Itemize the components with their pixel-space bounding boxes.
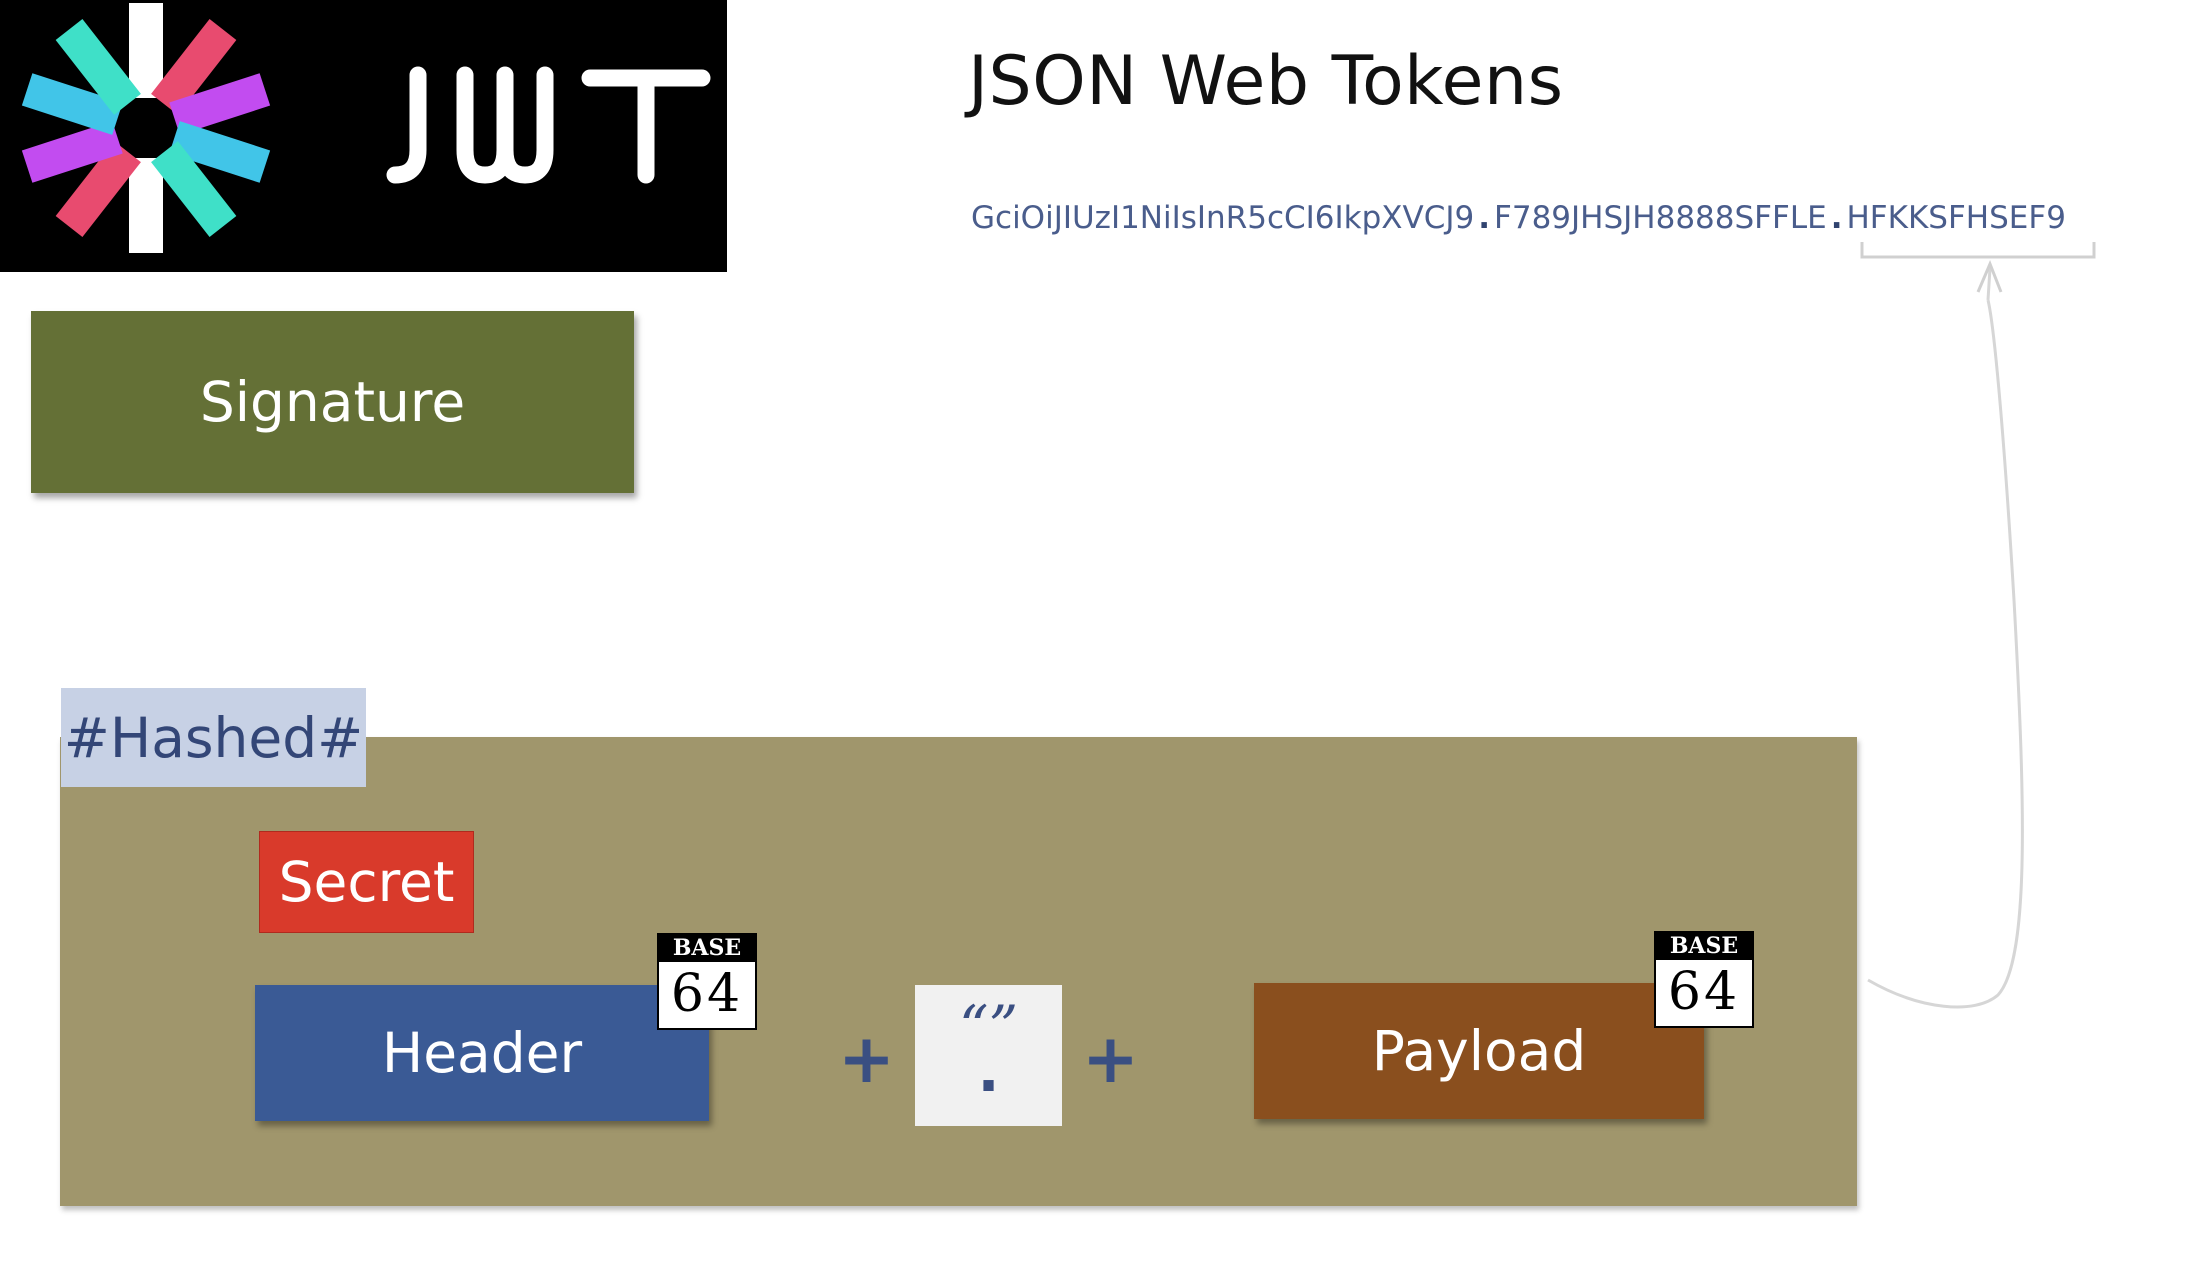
plus-sign: + (1082, 1020, 1139, 1099)
token-signature-part: HFKKSFHSEF9 (1846, 200, 2066, 236)
jwt-token-string: GciOiJIUzI1NiIsInR5cCI6IkpXVCJ9.F789JHSJ… (971, 200, 2066, 236)
base64-badge-icon: BASE 64 (1654, 931, 1754, 1028)
token-payload-part: F789JHSJH8888SFFLE (1494, 200, 1827, 236)
hashed-area (60, 737, 1857, 1206)
token-separator: . (1830, 200, 1843, 236)
header-box: Header (255, 985, 709, 1121)
base64-badge-number: 64 (1667, 962, 1741, 1022)
dot-string-quotes: “” (958, 993, 1019, 1061)
plus-sign: + (838, 1020, 895, 1099)
jwt-logo-icon (21, 3, 711, 253)
base64-badge-top: BASE (659, 935, 755, 962)
signature-box: Signature (31, 311, 634, 493)
secret-box: Secret (259, 831, 474, 933)
jwt-logo (0, 0, 727, 272)
slide-title: JSON Web Tokens (968, 42, 1564, 121)
base64-badge-top: BASE (1656, 933, 1752, 960)
base64-badge-icon: BASE 64 (657, 933, 757, 1030)
token-header-part: GciOiJIUzI1NiIsInR5cCI6IkpXVCJ9 (971, 200, 1475, 236)
payload-box: Payload (1254, 983, 1704, 1119)
dot-string-dot: . (977, 1037, 1000, 1105)
token-separator: . (1478, 200, 1491, 236)
base64-badge-number: 64 (670, 964, 744, 1024)
hashed-label: #Hashed# (61, 688, 366, 787)
dot-string-box: “” . (915, 985, 1062, 1126)
